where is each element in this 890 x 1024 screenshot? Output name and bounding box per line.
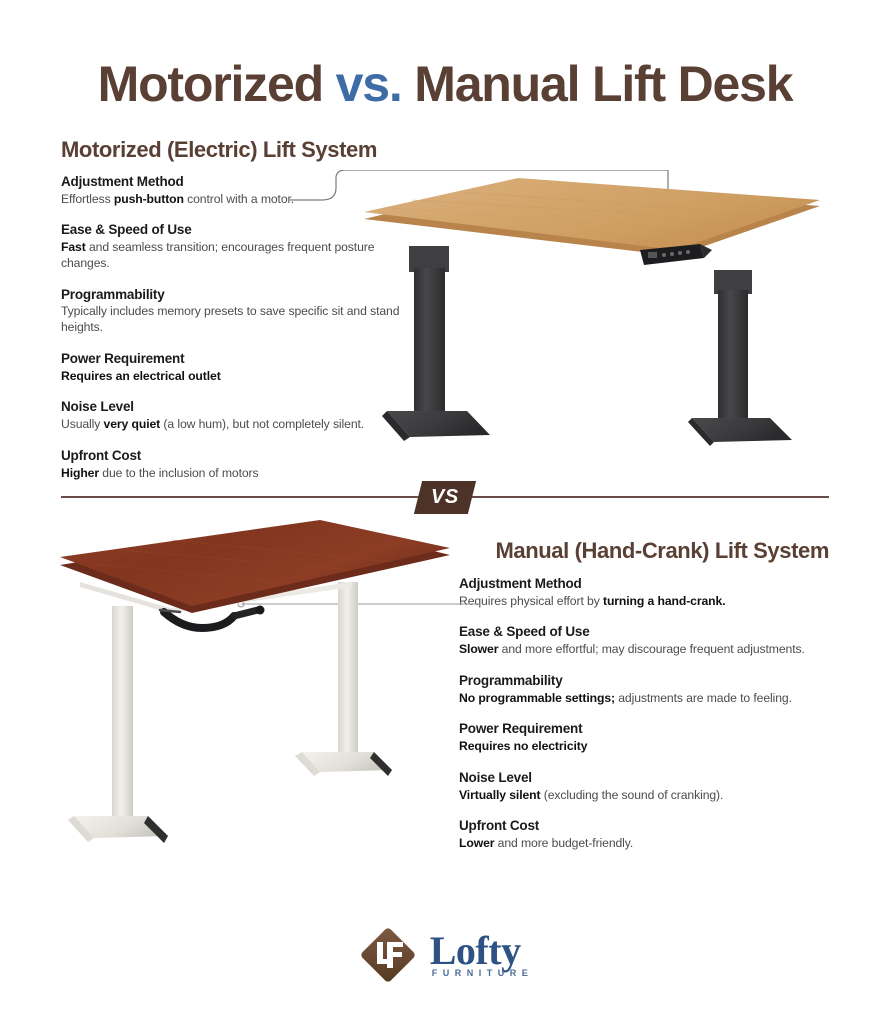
feature-title: Noise Level [61, 399, 134, 415]
feature-desc-pre: Requires no electricity [459, 739, 588, 754]
feature-desc-emphasis: Virtually silent [459, 787, 541, 802]
feature-description: Effortless push-button control with a mo… [61, 192, 421, 208]
feature-desc-post: (a low hum), but not completely silent. [160, 417, 365, 432]
feature-title: Programmability [61, 286, 165, 302]
control-panel-icon [640, 244, 712, 265]
logo-wordmark: Lofty [429, 928, 521, 973]
logo-diamond-monogram-icon [361, 928, 415, 982]
feature-desc-emphasis: No programmable settings; [459, 690, 615, 705]
feature-title: Power Requirement [459, 721, 583, 737]
feature-desc-pre: Effortless [61, 191, 114, 206]
vs-badge-label: VS [431, 486, 459, 508]
manual-desk-top-surface [60, 520, 450, 613]
feature-title: Adjustment Method [61, 174, 184, 189]
feature-description: Lower and more budget-friendly. [459, 836, 829, 852]
feature-desc-pre: Typically includes memory presets to sav… [61, 304, 400, 335]
feature-description: Typically includes memory presets to sav… [61, 304, 421, 335]
hand-crank-icon [158, 605, 265, 633]
feature-desc-pre: Requires an electrical outlet [61, 368, 221, 383]
page-title: Motorized vs. Manual Lift Desk [0, 55, 890, 113]
manual-section-heading: Manual (Hand-Crank) Lift System [495, 538, 829, 563]
feature-desc-emphasis: Higher [61, 465, 99, 480]
feature-desc-emphasis: Lower [459, 836, 495, 851]
feature-desc-post: adjustments are made to feeling. [614, 690, 792, 705]
title-part-2: Manual Lift Desk [401, 56, 793, 112]
feature-description: Requires an electrical outlet [61, 369, 421, 385]
vs-badge: VS [413, 481, 477, 514]
feature-title: Ease & Speed of Use [459, 624, 590, 640]
feature-desc-post: (excluding the sound of cranking). [540, 787, 724, 802]
feature-desc-pre: Usually [61, 417, 104, 432]
logo-text: Lofty FURNITURE [429, 928, 534, 979]
feature-title: Ease & Speed of Use [61, 222, 192, 238]
feature-description: Usually very quiet (a low hum), but not … [61, 417, 421, 433]
feature-desc-post: and more effortful; may discourage frequ… [498, 642, 805, 657]
feature-description: Slower and more effortful; may discourag… [459, 642, 829, 658]
feature-desc-post: due to the inclusion of motors [99, 465, 259, 480]
feature-description: Requires physical effort by turning a ha… [459, 594, 829, 610]
feature-desc-pre: Requires physical effort by [459, 593, 603, 608]
desk-top-surface [364, 178, 820, 256]
feature-desc-emphasis: turning a hand-crank. [602, 593, 726, 608]
feature-desc-post: control with a motor. [183, 191, 295, 206]
feature-desc-post: and more budget-friendly. [494, 836, 634, 851]
feature-title: Power Requirement [61, 350, 185, 366]
brand-logo: Lofty FURNITURE [0, 924, 890, 986]
manual-leg-left [68, 606, 168, 843]
motorized-desk-illustration [364, 178, 820, 446]
feature-description: Virtually silent (excluding the sound of… [459, 788, 829, 804]
feature-title: Adjustment Method [459, 576, 582, 591]
feature-desc-emphasis: push-button [113, 191, 184, 206]
manual-desk-illustration [60, 520, 450, 843]
feature-desc-emphasis: very quiet [103, 417, 161, 432]
feature-description: No programmable settings; adjustments ar… [459, 691, 829, 707]
feature-title: Upfront Cost [459, 818, 540, 834]
feature-title: Noise Level [459, 769, 532, 785]
manual-leg-right [295, 582, 392, 776]
title-part-1: Motorized [97, 56, 336, 112]
logo-tagline: FURNITURE [431, 968, 534, 978]
feature-title: Programmability [459, 672, 563, 688]
feature-title: Upfront Cost [61, 447, 142, 463]
feature-description: Requires no electricity [459, 739, 829, 755]
feature-desc-emphasis: Slower [459, 642, 499, 657]
motorized-section-heading: Motorized (Electric) Lift System [61, 137, 378, 162]
title-vs: vs. [335, 56, 403, 112]
feature-desc-post: and seamless transition; encourages freq… [61, 240, 375, 270]
desk-leg-left [382, 246, 490, 441]
feature-description: Higher due to the inclusion of motors [61, 466, 421, 482]
feature-item: Programmability No programmable settings;… [459, 673, 829, 706]
feature-desc-emphasis: Fast [61, 240, 86, 255]
desk-leg-right [688, 270, 792, 446]
